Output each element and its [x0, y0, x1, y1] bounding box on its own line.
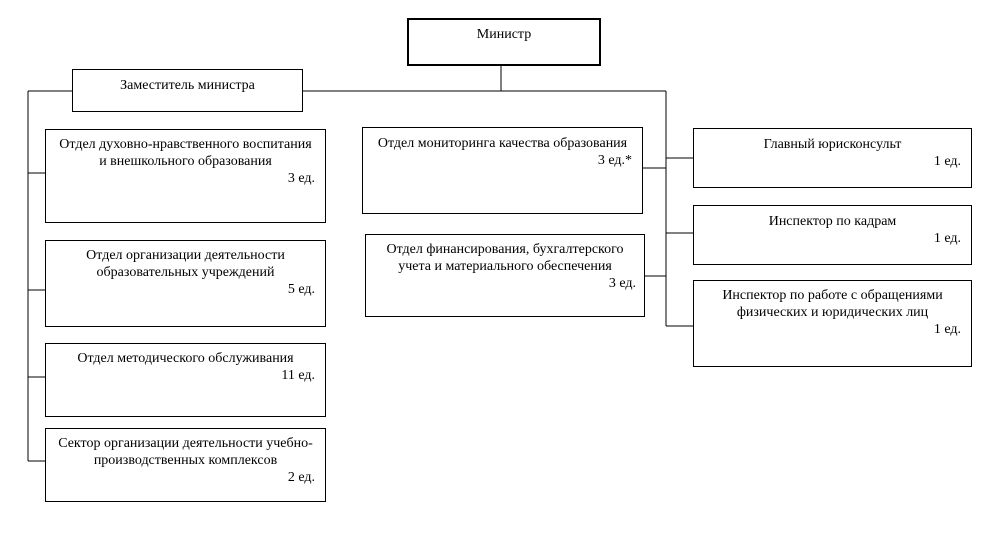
staff-count: 11 ед.	[281, 368, 315, 383]
sector-training-production-complexes: Сектор организации деятельности учебно-п…	[45, 428, 326, 502]
position-title: Инспектор по кадрам	[768, 214, 897, 229]
appeals-inspector-box: Инспектор по работе с обращениями физиче…	[693, 280, 972, 367]
staff-count: 3 ед.*	[597, 153, 632, 168]
staff-count: 3 ед.	[287, 171, 315, 186]
department-spiritual-moral-education: Отдел духовно-нравственного воспитания и…	[45, 129, 326, 223]
minister-title: Министр	[476, 27, 532, 42]
department-title: Отдел финансирования, бухгалтерского уче…	[386, 242, 624, 274]
department-educational-institutions: Отдел организации деятельности образоват…	[45, 240, 326, 327]
staff-count: 1 ед.	[933, 231, 961, 246]
department-education-quality-monitoring: Отдел мониторинга качества образования 3…	[362, 127, 643, 214]
position-title: Инспектор по работе с обращениями физиче…	[722, 288, 943, 320]
department-methodical-service: Отдел методического обслуживания 11 ед.	[45, 343, 326, 417]
staff-count: 2 ед.	[287, 470, 315, 485]
staff-count: 3 ед.	[608, 276, 636, 291]
staff-count: 1 ед.	[933, 154, 961, 169]
staff-count: 5 ед.	[287, 282, 315, 297]
department-title: Отдел организации деятельности образоват…	[86, 248, 285, 280]
chief-legal-adviser-box: Главный юрисконсульт 1 ед.	[693, 128, 972, 188]
staff-count: 1 ед.	[933, 322, 961, 337]
deputy-minister-title: Заместитель министра	[120, 78, 255, 93]
department-title: Отдел мониторинга качества образования	[377, 136, 628, 151]
department-title: Отдел духовно-нравственного воспитания и…	[59, 137, 312, 169]
hr-inspector-box: Инспектор по кадрам 1 ед.	[693, 205, 972, 265]
department-financing-accounting: Отдел финансирования, бухгалтерского уче…	[365, 234, 645, 317]
deputy-minister-box: Заместитель министра	[72, 69, 303, 112]
minister-box: Министр	[407, 18, 601, 66]
department-title: Сектор организации деятельности учебно-п…	[58, 436, 313, 468]
department-title: Отдел методического обслуживания	[77, 351, 294, 366]
position-title: Главный юрисконсульт	[763, 137, 902, 152]
